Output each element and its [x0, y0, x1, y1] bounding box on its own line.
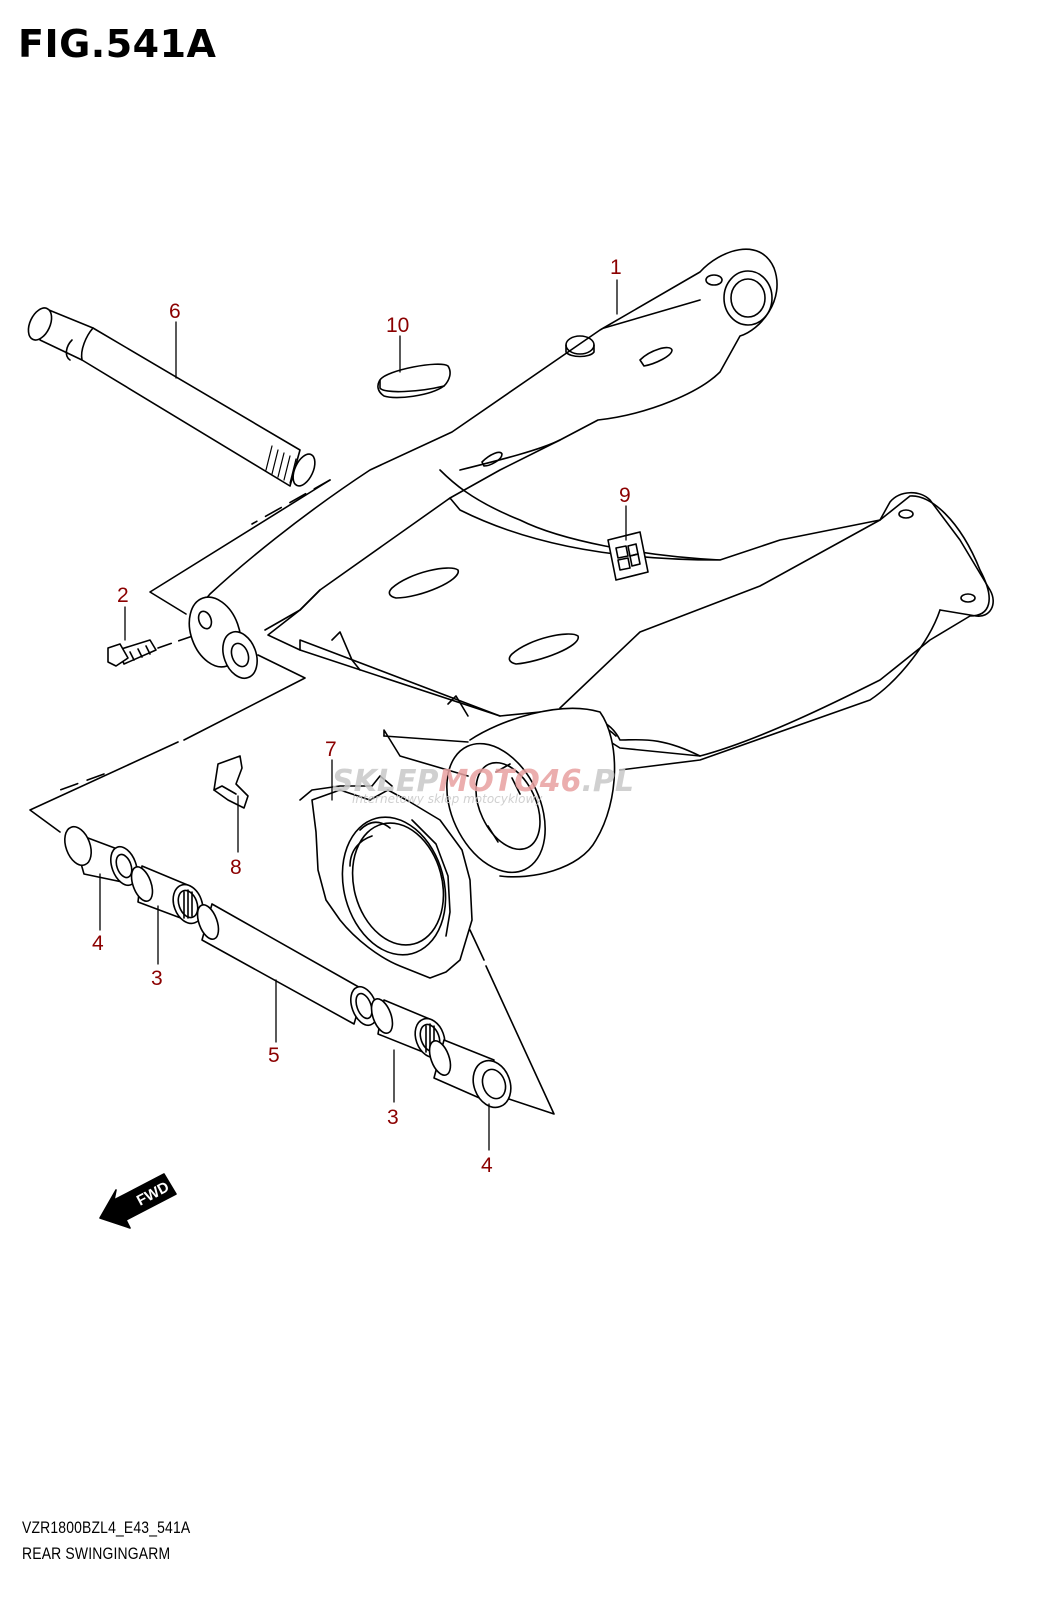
callout-3-left: 3	[151, 967, 163, 990]
forward-direction-arrow	[99, 1173, 177, 1229]
figure-name: REAR SWINGINGARM	[22, 1544, 171, 1563]
pivot-spacer-part[interactable]	[193, 902, 382, 1029]
bolt-part[interactable]	[107, 639, 157, 667]
callout-5: 5	[268, 1044, 280, 1067]
callout-4-right: 4	[481, 1154, 493, 1177]
watermark: SKLEPMOTO46.PL internetowy sklep motocyk…	[332, 764, 634, 806]
callout-7: 7	[325, 738, 337, 761]
callout-2: 2	[117, 584, 129, 607]
needle-bearing-left-part[interactable]	[127, 864, 208, 928]
figure-title: FIG.541A	[18, 22, 217, 66]
pivot-shaft-part[interactable]	[24, 304, 320, 489]
callout-8: 8	[230, 856, 242, 879]
callout-1: 1	[610, 256, 622, 279]
watermark-part-c: 46	[539, 764, 582, 799]
swingarm-part[interactable]	[180, 248, 994, 888]
cap-plug-part[interactable]	[377, 363, 451, 399]
guard-seal-part[interactable]	[299, 775, 473, 979]
callout-3-right: 3	[387, 1106, 399, 1129]
watermark-part-a: SKLEP	[332, 764, 438, 799]
dust-seal-right-part[interactable]	[425, 1038, 517, 1113]
callout-9: 9	[619, 484, 631, 507]
dust-seal-left-part[interactable]	[60, 823, 142, 889]
svg-text:SKLEPMOTO46.PL: SKLEPMOTO46.PL	[332, 764, 634, 799]
watermark-part-b: MOTO	[438, 764, 539, 799]
callout-10: 10	[386, 314, 409, 337]
needle-bearing-right-part[interactable]	[367, 996, 450, 1062]
damper-block-part[interactable]	[607, 531, 649, 581]
leader-lines	[99, 279, 627, 1151]
callout-6: 6	[169, 300, 181, 323]
watermark-part-d: .PL	[582, 764, 635, 799]
callout-4-left: 4	[92, 932, 104, 955]
clip-part[interactable]	[213, 755, 249, 809]
figure-code: VZR1800BZL4_E43_541A	[22, 1518, 191, 1537]
watermark-subtitle: internetowy sklep motocyklowy	[352, 792, 543, 806]
